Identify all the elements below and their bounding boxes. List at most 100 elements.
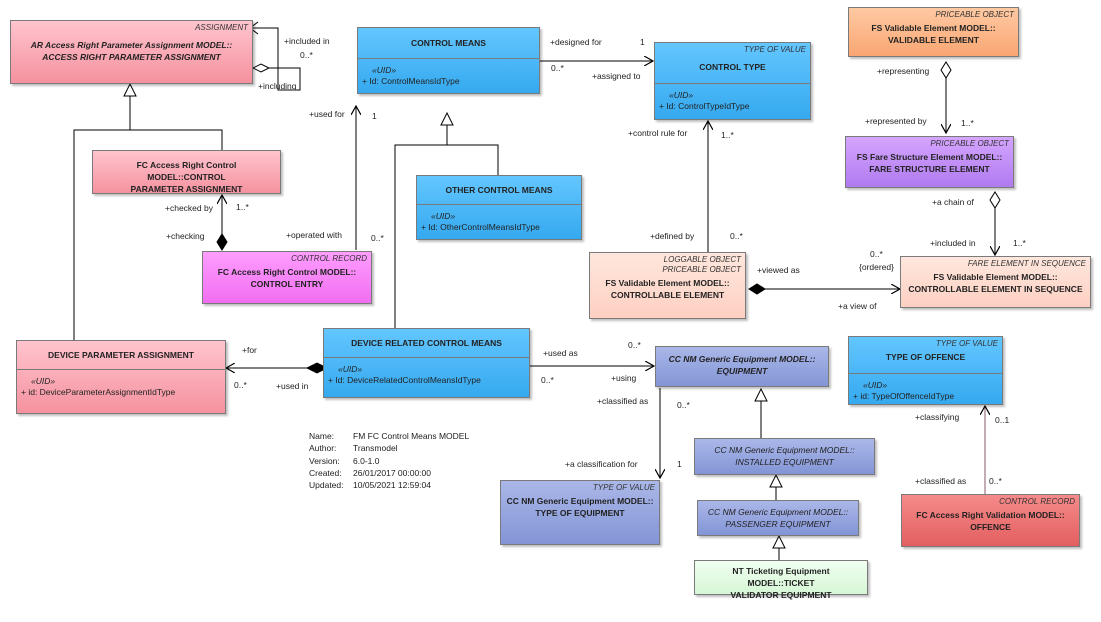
agg-diamond-validable [940,61,952,79]
role-label: +assigned to [592,71,641,81]
meta-updated: 10/05/2021 12:59:04 [353,480,431,491]
class-device-related-control-means[interactable]: DEVICE RELATED CONTROL MEANS «UID» + Id:… [323,328,530,398]
generalization-device-means [394,125,448,328]
stereotype-label: CONTROL RECORD [291,254,367,263]
multiplicity-label: 0..* [300,50,313,60]
gen-triangle-assignment [123,82,137,97]
class-title: FC Access Right Control MODEL::CONTROL P… [130,160,243,194]
attribute-block: «UID» + id: DeviceParameterAssignmentIdT… [21,376,175,398]
uid-stereotype: «UID» [31,376,56,386]
meta-created: 26/01/2017 00:00:00 [353,467,431,478]
stereotype-label: ASSIGNMENT [195,23,248,32]
attribute-block: «UID» + Id: ControlMeansIdType [362,65,460,87]
attribute-id: + Id: DeviceRelatedControlMeansIdType [328,375,481,385]
assoc-assignment-self [253,27,301,91]
class-title: FS Fare Structure Element MODEL:: FARE S… [856,152,1003,174]
role-label: +classifying [915,412,960,422]
class-fare-structure-element[interactable]: PRICEABLE OBJECT FS Fare Structure Eleme… [845,136,1014,188]
role-label: +viewed as [757,265,800,275]
class-type-of-equipment[interactable]: TYPE OF VALUE CC NM Generic Equipment MO… [500,480,660,545]
attribute-block: «UID» + id: TypeOfOffenceIdType [853,380,954,402]
class-control-type[interactable]: TYPE OF VALUE CONTROL TYPE «UID» + Id: C… [654,42,811,120]
multiplicity-label: 1..* [961,118,974,128]
multiplicity-label: 0..* [628,340,641,350]
meta-author: Transmodel [353,443,398,454]
role-label: +designed for [550,37,602,47]
class-title: AR Access Right Parameter Assignment MOD… [30,40,233,62]
class-title: FC Access Right Validation MODEL:: OFFEN… [916,510,1065,532]
class-other-control-means[interactable]: OTHER CONTROL MEANS «UID» + Id: OtherCon… [416,175,582,240]
gen-triangle-control-means [440,111,454,126]
gen-triangle-installed [769,473,783,488]
class-title: DEVICE PARAMETER ASSIGNMENT [48,350,194,360]
class-title: CC NM Generic Equipment MODEL:: EQUIPMEN… [668,354,816,376]
uid-stereotype: «UID» [372,65,397,75]
class-controllable-element-in-sequence[interactable]: FARE ELEMENT IN SEQUENCE FS Validable El… [900,256,1091,308]
generalization-fc-param [130,129,223,150]
multiplicity-label: 0..* [541,375,554,385]
attribute-block: «UID» + Id: ControlTypeIdType [659,90,749,112]
class-title: CC NM Generic Equipment MODEL:: INSTALLE… [714,445,855,467]
constraint-label: {ordered} [859,262,894,272]
class-control-parameter-assignment[interactable]: FC Access Right Control MODEL::CONTROL P… [92,150,281,194]
role-label: +included in [930,238,976,248]
class-control-entry[interactable]: CONTROL RECORD FC Access Right Control M… [202,251,372,304]
multiplicity-label: 0..* [371,233,384,243]
agg-diamond-assignment [251,63,271,73]
class-passenger-equipment[interactable]: CC NM Generic Equipment MODEL:: PASSENGE… [697,500,859,536]
role-label: +used in [276,381,309,391]
role-label: +including [258,81,297,91]
attribute-block: «UID» + Id: OtherControlMeansIdType [421,211,540,233]
agg-diamond-fare-structure [989,191,1001,209]
diagram-metadata: Name:FM FC Control Means MODEL Author:Tr… [309,430,469,491]
stereotype-label: TYPE OF VALUE [935,339,998,348]
stereotype-label: PRICEABLE OBJECT [930,139,1009,148]
role-label: +defined by [650,231,695,241]
class-title: CC NM Generic Equipment MODEL:: PASSENGE… [707,507,849,529]
class-type-of-offence[interactable]: TYPE OF VALUE TYPE OF OFFENCE «UID» + id… [848,336,1003,405]
class-equipment[interactable]: CC NM Generic Equipment MODEL:: EQUIPMEN… [655,346,829,387]
multiplicity-label: 1 [372,111,377,121]
multiplicity-label: 1..* [1013,238,1026,248]
role-label: +operated with [286,230,342,240]
class-title: FS Validable Element MODEL:: VALIDABLE E… [871,23,996,45]
class-control-means[interactable]: CONTROL MEANS «UID» + Id: ControlMeansId… [357,27,540,94]
class-title: CONTROL MEANS [411,38,486,48]
class-installed-equipment[interactable]: CC NM Generic Equipment MODEL:: INSTALLE… [694,438,875,475]
multiplicity-label: 1..* [236,202,249,212]
comp-diamond-control-entry [216,233,228,251]
class-validable-element[interactable]: PRICEABLE OBJECT FS Validable Element MO… [848,7,1019,57]
role-label: +representing [877,66,930,76]
role-label: +for [242,345,257,355]
meta-key: Name: [309,431,335,441]
role-label: +a chain of [932,197,974,207]
class-controllable-element[interactable]: LOGGABLE OBJECT PRICEABLE OBJECT FS Vali… [589,252,746,319]
attribute-id: + Id: ControlMeansIdType [362,76,460,86]
role-label: +classified as [915,476,967,486]
stereotype-label: TYPE OF VALUE [743,45,806,54]
class-device-parameter-assignment[interactable]: DEVICE PARAMETER ASSIGNMENT «UID» + id: … [16,340,226,414]
role-label: +using [611,373,637,383]
class-title: NT Ticketing Equipment MODEL::TICKET VAL… [730,566,832,600]
role-label: +a view of [838,301,877,311]
multiplicity-label: 1 [640,37,645,47]
class-title: TYPE OF OFFENCE [885,352,966,362]
role-label: +used for [309,109,345,119]
uid-stereotype: «UID» [338,364,363,374]
meta-key: Version: [309,455,340,466]
multiplicity-label: 0..* [551,63,564,73]
multiplicity-label: 0..* [677,400,690,410]
meta-key: Author: [309,443,337,454]
attribute-id: + id: DeviceParameterAssignmentIdType [21,387,176,397]
attribute-id: + id: TypeOfOffenceIdType [853,391,955,401]
class-ticket-validator-equipment[interactable]: NT Ticketing Equipment MODEL::TICKET VAL… [694,560,868,600]
class-title: FC Access Right Control MODEL:: CONTROL … [217,267,357,289]
class-title: CONTROL TYPE [699,62,766,72]
class-offence[interactable]: CONTROL RECORD FC Access Right Validatio… [901,494,1080,547]
gen-triangle-passenger [772,534,786,549]
class-access-right-parameter-assignment[interactable]: ASSIGNMENT AR Access Right Parameter Ass… [10,20,253,84]
stereotype-label: PRICEABLE OBJECT [935,10,1014,19]
role-label: +control rule for [628,128,688,138]
role-label: +checked by [165,203,213,213]
